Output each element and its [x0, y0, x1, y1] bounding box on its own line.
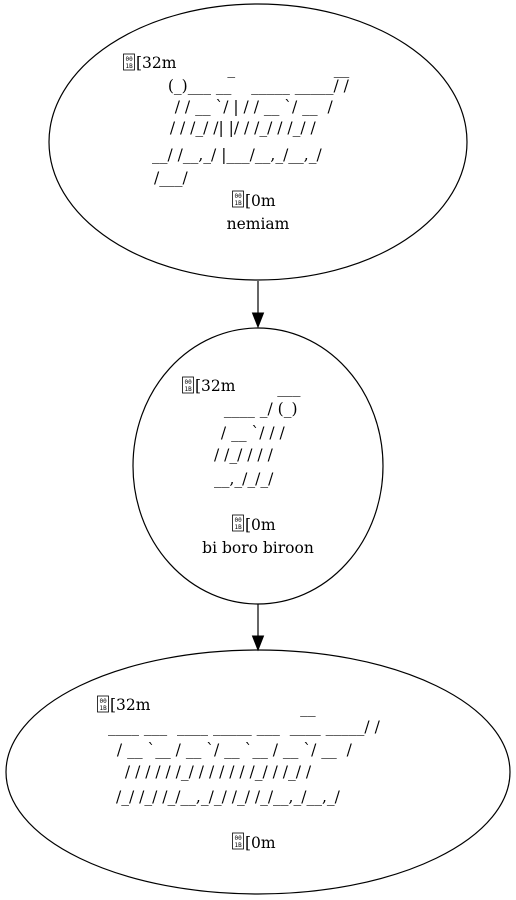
edge-bi-boro-biroon-to-manaqed: [251, 604, 265, 652]
node-ellipse: [48, 3, 468, 281]
node-bi-boro-biroon[interactable]: 00 1B [32m ___ ____ _/ (_) / __ `/ / / /…: [132, 327, 384, 605]
node-ellipse: [5, 649, 511, 895]
color-code-prefix: [32m: [195, 377, 236, 395]
color-code-prefix: [32m: [110, 696, 151, 714]
ascii-art-line: __: [108, 699, 316, 717]
svg-text:1B: 1B: [235, 200, 243, 207]
arrow-head: [251, 635, 265, 652]
node-label: bi boro biroon: [202, 539, 314, 557]
svg-text:00: 00: [185, 379, 193, 386]
escape-char-icon: 00 1B: [232, 832, 244, 850]
svg-text:00: 00: [235, 835, 243, 842]
ascii-art-line: ____ _/ (_): [214, 400, 298, 418]
svg-text:1B: 1B: [100, 705, 108, 712]
escape-char-icon: 00 1B: [232, 514, 244, 532]
ascii-art-line: / / /_/ /| |/ / /_/ / /_/ /: [160, 119, 326, 137]
ascii-art-line: (_)___ __ _____ _____/ /: [158, 77, 350, 95]
edge-nemiam-to-bi-boro-biroon: [251, 281, 265, 329]
svg-text:1B: 1B: [185, 386, 193, 393]
node-nemiam[interactable]: 00 1B [32m _ __ (_)___ __ _____ _____/ /…: [48, 3, 468, 281]
svg-text:00: 00: [235, 517, 243, 524]
ascii-art-line: / /_/ / / /: [214, 446, 283, 464]
ascii-art-line: /_/ /_/ /_/__,_/_/ /_/ /_/__,_/__,_/: [116, 788, 355, 806]
svg-text:1B: 1B: [235, 524, 243, 531]
svg-text:00: 00: [235, 193, 243, 200]
svg-text:1B: 1B: [126, 63, 134, 70]
node-ellipse: [132, 327, 384, 605]
ascii-art-line: / __ `/ / /: [216, 424, 290, 442]
ascii-art-line: / __ `__ / __ `/ __ `__ / __ `/ __ /: [112, 741, 357, 759]
svg-text:1B: 1B: [235, 842, 243, 849]
color-code-prefix: [32m: [136, 54, 177, 72]
node-manaqed[interactable]: 00 1B [32m __ ____ ___ ____ _____ ___ __…: [5, 649, 511, 895]
color-code-suffix: [0m: [245, 516, 276, 534]
ascii-art-line: __/ /__,_/ |___/__,_/__,_/: [152, 146, 332, 164]
escape-char-icon: 00 1B: [232, 190, 244, 208]
ascii-art-line: /___/: [154, 169, 188, 187]
svg-text:00: 00: [126, 56, 134, 63]
ascii-art-line: ____ ___ ____ _____ ___ ____ _____/ /: [108, 718, 381, 736]
ascii-art-line: ___: [228, 379, 301, 397]
escape-char-icon: 00 1B: [182, 376, 194, 394]
node-label: nemiam: [227, 215, 290, 233]
escape-char-icon: 00 1B: [123, 53, 135, 71]
arrow-head: [251, 312, 265, 329]
svg-text:00: 00: [100, 698, 108, 705]
ascii-art-line: __,_/_/_/: [214, 470, 288, 488]
escape-char-icon: 00 1B: [97, 695, 109, 713]
ascii-art-line: _ __: [188, 60, 349, 78]
color-code-suffix: [0m: [245, 834, 276, 852]
ascii-art-line: / / / / / /_/ / / / / / /_/ / /_/ /: [120, 763, 321, 781]
color-code-suffix: [0m: [245, 192, 276, 210]
ascii-art-line: / / __ `/ | / / __ `/ __ /: [160, 98, 338, 116]
